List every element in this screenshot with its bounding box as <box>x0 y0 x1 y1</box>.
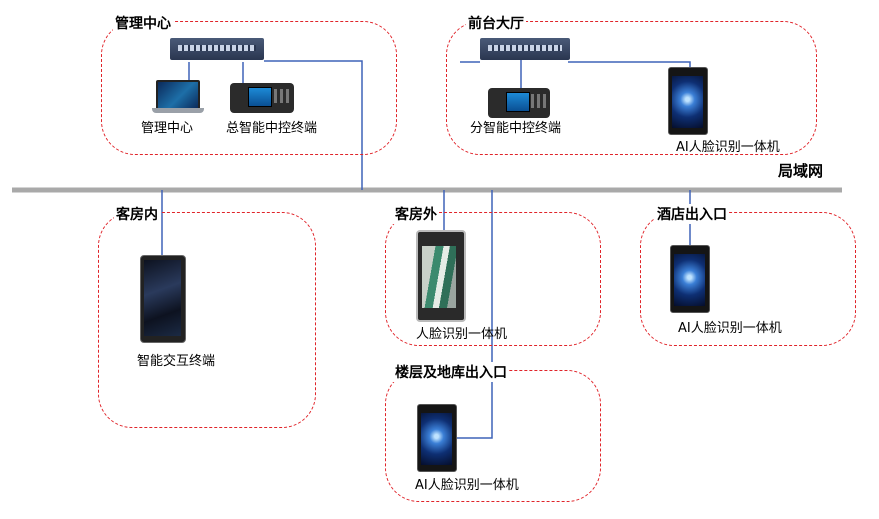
link-front-switch-to-face <box>568 61 691 67</box>
tablet-label: 智能交互终端 <box>137 354 216 369</box>
zone-title-building-garage: 楼层及地库出入口 <box>393 362 509 382</box>
zone-front-desk <box>446 21 817 155</box>
sub-terminal-label: 分智能中控终端 <box>470 121 562 136</box>
front-face-device <box>668 67 708 135</box>
management-switch <box>170 38 264 60</box>
front-desk-switch <box>480 38 570 60</box>
door-face-device <box>416 230 466 322</box>
zone-title-room-outside: 客房外 <box>393 204 439 224</box>
zone-title-room-inside: 客房内 <box>114 204 160 224</box>
zone-hotel-entrance <box>640 212 856 346</box>
sub-terminal <box>488 88 550 118</box>
lan-label: 局域网 <box>778 162 824 180</box>
link-lan-to-garage <box>454 190 493 439</box>
front-face-label: AI人脸识别一体机 <box>676 140 780 155</box>
laptop <box>152 80 204 114</box>
zone-management <box>101 21 397 155</box>
garage-face-label: AI人脸识别一体机 <box>415 478 519 493</box>
door-face-label: 人脸识别一体机 <box>416 327 508 342</box>
tablet-device <box>140 255 186 343</box>
master-terminal <box>230 83 294 113</box>
zone-room-inside <box>98 212 316 428</box>
link-mgmt-switch-to-lan <box>264 60 363 190</box>
garage-face-device <box>417 404 457 472</box>
master-terminal-label: 总智能中控终端 <box>226 121 318 136</box>
mgmt-pc-label: 管理中心 <box>141 121 194 136</box>
zone-title-front-desk: 前台大厅 <box>466 13 526 33</box>
entrance-face-label: AI人脸识别一体机 <box>678 321 782 336</box>
entrance-face-device <box>670 245 710 313</box>
zone-title-management: 管理中心 <box>113 13 173 33</box>
zone-title-hotel-entrance: 酒店出入口 <box>655 204 729 224</box>
zone-room-outside <box>385 212 601 346</box>
